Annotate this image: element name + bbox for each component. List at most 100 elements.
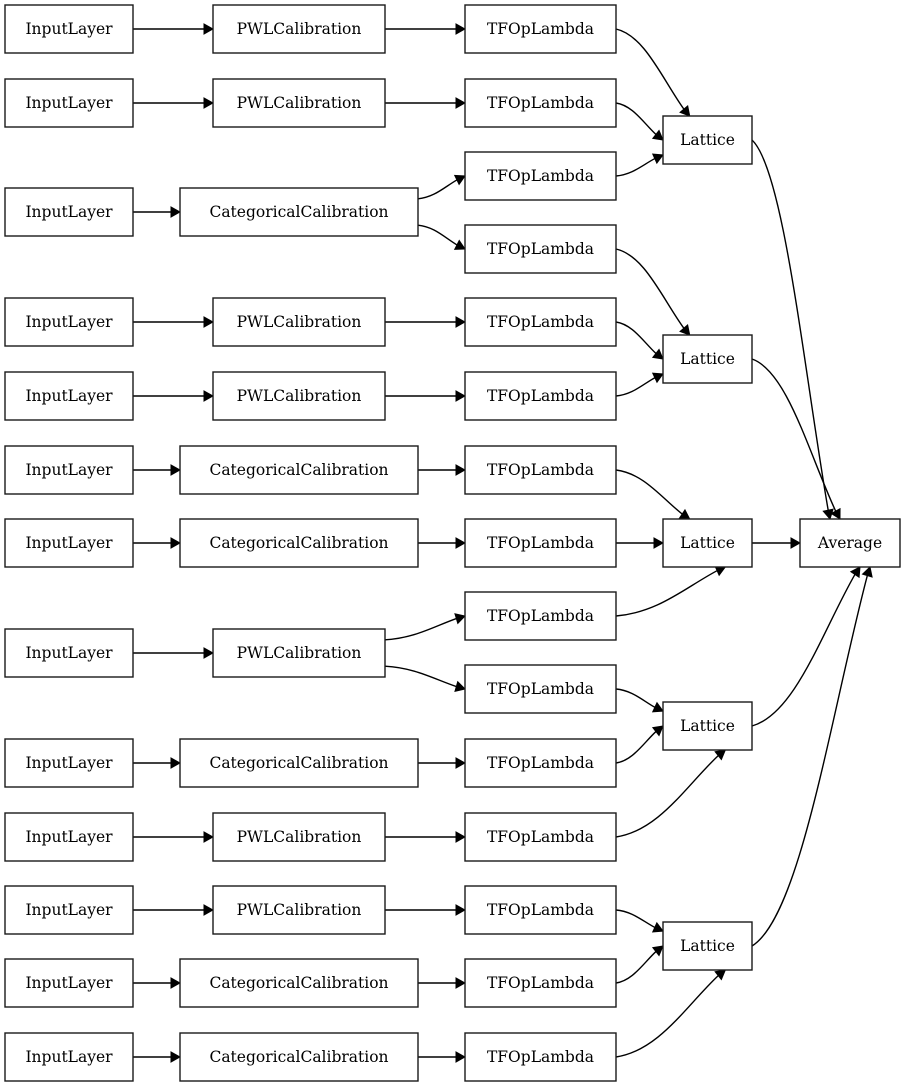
node-box-avg — [799, 518, 901, 568]
node-op14[interactable]: TFOpLambda — [464, 958, 617, 1008]
node-box-in13 — [4, 1032, 134, 1082]
node-cal9[interactable]: CategoricalCalibration — [179, 738, 419, 788]
node-box-cal11 — [212, 885, 386, 935]
edge-op2-to-lat1 — [615, 102, 657, 135]
node-cal7[interactable]: CategoricalCalibration — [179, 518, 419, 568]
node-cal11[interactable]: PWLCalibration — [212, 885, 386, 935]
node-in1[interactable]: InputLayer — [4, 4, 134, 54]
node-cal10[interactable]: PWLCalibration — [212, 812, 386, 862]
node-label-cal9: CategoricalCalibration — [209, 754, 388, 772]
node-box-op2 — [464, 78, 617, 128]
node-label-lat1: Lattice — [680, 131, 735, 149]
arrowhead-in10-to-cal10 — [203, 831, 215, 843]
arrowhead-op3-to-lat1 — [651, 153, 664, 165]
node-box-op5 — [464, 297, 617, 347]
edge-op5-to-lat2 — [615, 321, 657, 354]
node-op12[interactable]: TFOpLambda — [464, 812, 617, 862]
node-label-op2: TFOpLambda — [487, 94, 594, 112]
node-box-cal12 — [179, 958, 419, 1008]
node-op10[interactable]: TFOpLambda — [464, 664, 617, 714]
node-label-in6: InputLayer — [25, 461, 113, 479]
edge-cal8-to-op9 — [384, 617, 457, 641]
node-box-lat4 — [662, 701, 753, 751]
node-cal1[interactable]: PWLCalibration — [212, 4, 386, 54]
node-label-op13: TFOpLambda — [487, 901, 594, 919]
node-in13[interactable]: InputLayer — [4, 1032, 134, 1082]
node-op15[interactable]: TFOpLambda — [464, 1032, 617, 1082]
node-op13[interactable]: TFOpLambda — [464, 885, 617, 935]
node-in3[interactable]: InputLayer — [4, 187, 134, 237]
node-label-cal11: PWLCalibration — [237, 901, 362, 919]
node-cal12[interactable]: CategoricalCalibration — [179, 958, 419, 1008]
node-cal13[interactable]: CategoricalCalibration — [179, 1032, 419, 1082]
node-label-cal1: PWLCalibration — [237, 20, 362, 38]
node-label-op14: TFOpLambda — [487, 974, 594, 992]
arrowhead-cal4-to-op5 — [455, 316, 467, 328]
node-cal6[interactable]: CategoricalCalibration — [179, 445, 419, 495]
node-label-in10: InputLayer — [25, 828, 113, 846]
node-in2[interactable]: InputLayer — [4, 78, 134, 128]
node-cal8[interactable]: PWLCalibration — [212, 628, 386, 678]
node-op8[interactable]: TFOpLambda — [464, 518, 617, 568]
node-cal3[interactable]: CategoricalCalibration — [179, 187, 419, 237]
nodes-layer: InputLayerInputLayerInputLayerInputLayer… — [4, 4, 901, 1082]
node-in4[interactable]: InputLayer — [4, 297, 134, 347]
node-op11[interactable]: TFOpLambda — [464, 738, 617, 788]
arrowhead-in8-to-cal8 — [203, 647, 215, 659]
edge-op11-to-lat4 — [615, 731, 657, 764]
node-lat5[interactable]: Lattice — [662, 921, 753, 971]
node-lat4[interactable]: Lattice — [662, 701, 753, 751]
node-box-op8 — [464, 518, 617, 568]
edge-op4-to-lat2 — [615, 248, 685, 329]
node-box-op11 — [464, 738, 617, 788]
arrowhead-in5-to-cal5 — [203, 390, 215, 402]
arrowhead-cal3-to-op3 — [453, 174, 466, 186]
arrowhead-cal12-to-op14 — [455, 977, 467, 989]
node-in5[interactable]: InputLayer — [4, 371, 134, 421]
node-label-cal10: PWLCalibration — [237, 828, 362, 846]
node-in6[interactable]: InputLayer — [4, 445, 134, 495]
node-op2[interactable]: TFOpLambda — [464, 78, 617, 128]
node-cal4[interactable]: PWLCalibration — [212, 297, 386, 347]
arrowhead-cal10-to-op12 — [455, 831, 467, 843]
node-in7[interactable]: InputLayer — [4, 518, 134, 568]
edge-lat5-to-avg — [751, 575, 869, 947]
node-in12[interactable]: InputLayer — [4, 958, 134, 1008]
node-avg[interactable]: Average — [799, 518, 901, 568]
node-lat2[interactable]: Lattice — [662, 334, 753, 384]
node-box-in4 — [4, 297, 134, 347]
node-op4[interactable]: TFOpLambda — [464, 224, 617, 274]
node-box-op9 — [464, 591, 617, 641]
node-label-in7: InputLayer — [25, 534, 113, 552]
node-label-in9: InputLayer — [25, 754, 113, 772]
edge-op3-to-lat1 — [615, 157, 656, 177]
node-op6[interactable]: TFOpLambda — [464, 371, 617, 421]
node-op7[interactable]: TFOpLambda — [464, 445, 617, 495]
node-lat3[interactable]: Lattice — [662, 518, 753, 568]
node-label-cal7: CategoricalCalibration — [209, 534, 388, 552]
node-box-in10 — [4, 812, 134, 862]
node-in9[interactable]: InputLayer — [4, 738, 134, 788]
node-in8[interactable]: InputLayer — [4, 628, 134, 678]
node-box-cal1 — [212, 4, 386, 54]
node-op3[interactable]: TFOpLambda — [464, 151, 617, 201]
node-label-op12: TFOpLambda — [487, 828, 594, 846]
edge-op13-to-lat5 — [615, 909, 656, 929]
node-label-cal13: CategoricalCalibration — [209, 1048, 388, 1066]
node-in10[interactable]: InputLayer — [4, 812, 134, 862]
node-op1[interactable]: TFOpLambda — [464, 4, 617, 54]
arrowhead-in6-to-cal6 — [170, 464, 182, 476]
node-cal2[interactable]: PWLCalibration — [212, 78, 386, 128]
node-box-cal2 — [212, 78, 386, 128]
node-box-cal13 — [179, 1032, 419, 1082]
node-in11[interactable]: InputLayer — [4, 885, 134, 935]
node-box-in2 — [4, 78, 134, 128]
node-label-cal2: PWLCalibration — [237, 94, 362, 112]
node-box-op7 — [464, 445, 617, 495]
node-box-lat1 — [662, 115, 753, 165]
node-op5[interactable]: TFOpLambda — [464, 297, 617, 347]
node-cal5[interactable]: PWLCalibration — [212, 371, 386, 421]
node-lat1[interactable]: Lattice — [662, 115, 753, 165]
node-op9[interactable]: TFOpLambda — [464, 591, 617, 641]
node-label-op3: TFOpLambda — [487, 167, 594, 185]
